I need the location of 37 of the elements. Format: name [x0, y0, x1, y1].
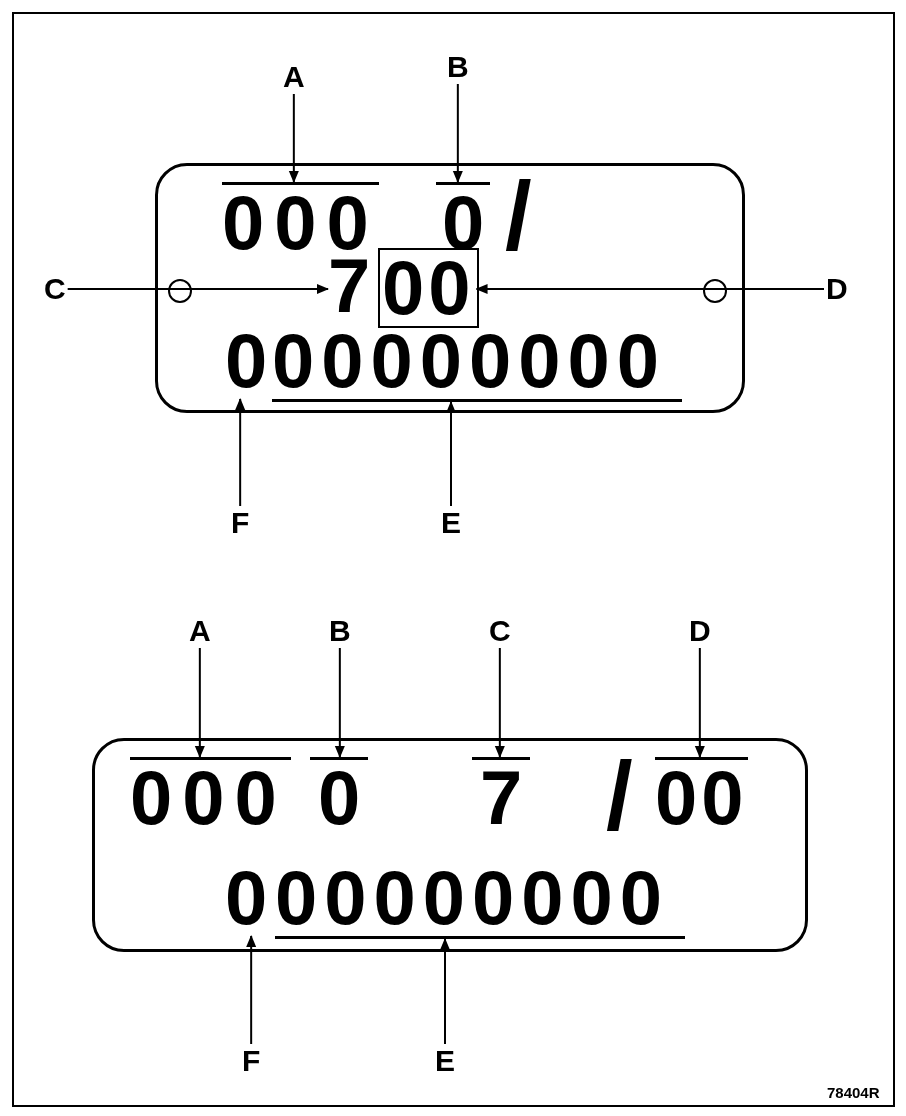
leader-arrow [66, 284, 329, 294]
callout-letter: E [441, 508, 461, 538]
callout-letter: F [242, 1046, 261, 1076]
leader-arrow [440, 938, 450, 1045]
plate-digits: 0 [436, 182, 491, 261]
leader-arrow [334, 647, 345, 758]
plate-digits: 00000000 [275, 860, 686, 939]
leader-arrow [194, 647, 205, 758]
callout-letter: B [329, 616, 351, 646]
leader-arrow [452, 83, 463, 183]
plate-digits: 000 [130, 757, 291, 836]
leader-arrow [246, 935, 257, 1045]
leader-arrow [446, 401, 456, 507]
plate-digits: 00 [655, 757, 748, 836]
callout-letter: F [231, 508, 250, 538]
plate-digits: 7 [472, 757, 531, 836]
plate-outline [92, 738, 808, 952]
callout-letter: C [489, 616, 511, 646]
callout-letter: A [189, 616, 211, 646]
slash-mark: / [606, 748, 633, 844]
callout-letter: B [447, 52, 469, 82]
plate-outline [155, 163, 745, 413]
plate-digits: 0 [225, 860, 268, 936]
callout-letter: D [689, 616, 711, 646]
leader-arrow [694, 647, 705, 758]
slash-mark: / [505, 168, 532, 264]
leader-arrow [494, 647, 505, 758]
callout-letter: C [44, 274, 66, 304]
leader-arrow [235, 398, 246, 507]
plate-digits: 0 [225, 323, 268, 399]
callout-letter: A [283, 62, 305, 92]
callout-letter: E [435, 1046, 455, 1076]
figure-number: 78404R [827, 1085, 880, 1100]
plate-digits: 0 [310, 757, 369, 836]
callout-letter: D [826, 274, 848, 304]
plate-digits: 00000000 [272, 323, 683, 402]
leader-arrow [288, 93, 299, 183]
